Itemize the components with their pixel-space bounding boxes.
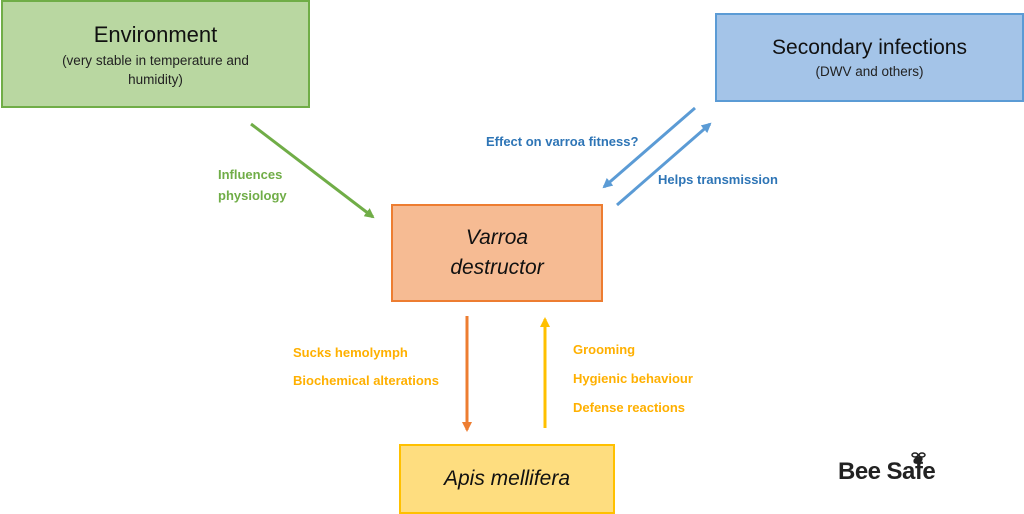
edge-label-effect-on-fitness: Effect on varroa fitness? (486, 134, 639, 149)
secondary-infections-subtitle: (DWV and others) (815, 64, 924, 79)
edge-label-sucks-hemolymph: Sucks hemolymph (293, 345, 408, 360)
environment-title: Environment (93, 22, 218, 47)
apis-node: Apis mellifera (399, 444, 615, 514)
varroa-line1: Varroa (465, 226, 529, 249)
secondary-infections-title: Secondary infections (772, 36, 967, 59)
environment-node: Environment (very stable in temperature … (1, 0, 310, 108)
edge-label-influences: Influences physiology (218, 164, 287, 206)
edge-label-helps-transmission: Helps transmission (658, 172, 778, 187)
arrow-varroa-to-secondary (616, 122, 712, 207)
varroa-line2: destructor (450, 256, 544, 279)
arrow-env-to-varroa (250, 122, 375, 219)
logo-text-safe: Safe (886, 458, 936, 485)
logo-text-bee: Bee (838, 458, 881, 485)
apis-label: Apis mellifera (443, 467, 571, 490)
edge-label-grooming: Grooming (573, 342, 636, 357)
bee-icon (911, 452, 926, 464)
environment-subtitle-line2: humidity) (128, 72, 183, 87)
environment-subtitle-line1: (very stable in temperature and (62, 53, 249, 68)
secondary-infections-node: Secondary infections (DWV and others) (715, 13, 1024, 102)
edge-label-influences-line2: physiology (218, 188, 287, 203)
arrow-secondary-to-varroa (602, 106, 696, 189)
varroa-node: Varroa destructor (391, 204, 603, 302)
environment-subtitle: (very stable in temperature and humidity… (43, 51, 268, 89)
edge-label-biochemical-alterations: Biochemical alterations (293, 373, 439, 388)
edge-label-hygienic-behaviour: Hygienic behaviour (573, 371, 693, 386)
edge-label-defense-reactions: Defense reactions (573, 400, 685, 415)
edge-label-influences-line1: Influences (218, 167, 283, 182)
